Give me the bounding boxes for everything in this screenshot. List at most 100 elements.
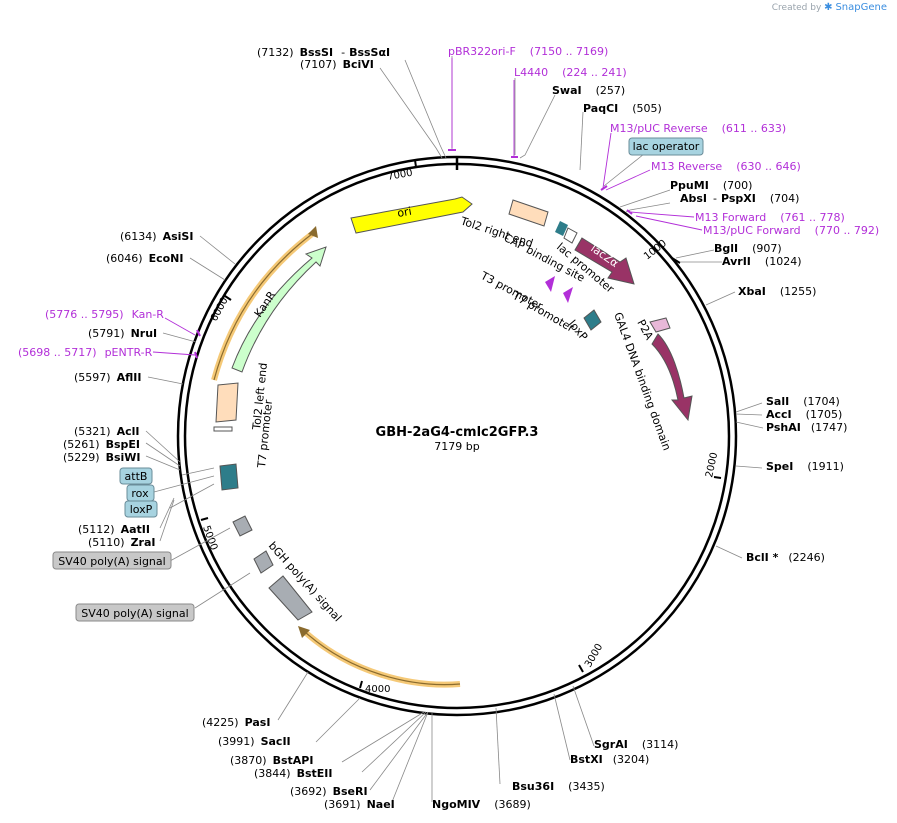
sv40-box-1 <box>232 515 253 537</box>
site-bsssi-name: BssSI <box>300 46 334 59</box>
site-ngomiv: NgoMIV(3689) <box>432 798 531 811</box>
bgh-box <box>268 575 313 621</box>
site-acli: (5321)AclI <box>74 425 139 438</box>
site-spei: SpeI(1911) <box>766 460 844 473</box>
plasmid-name: GBH-2aG4-cmlc2GFP.3 <box>376 425 539 440</box>
site-labels: (7132) BssSI-BssSαI (7107)BciVI SwaI(257)… <box>63 46 847 811</box>
primer-m13puc-fwd: M13/pUC Forward(770 .. 792) <box>703 224 879 237</box>
site-aatii: (5112)AatII <box>78 523 150 536</box>
tol2-left-box <box>215 382 239 423</box>
primer-marks <box>194 149 633 359</box>
site-bgli: BglI(907) <box>714 242 782 255</box>
tick-6000 <box>224 295 232 301</box>
site-avrii: AvrII(1024) <box>722 255 801 268</box>
site-bsiwi: (5229)BsiWI <box>63 451 141 464</box>
label-lac-operator: lac operator <box>633 140 700 153</box>
primer-m13puc-rev: M13/pUC Reverse(611 .. 633) <box>610 122 786 135</box>
cap-site-box <box>555 221 568 236</box>
feature-ori: ori <box>396 205 412 220</box>
plasmid-size: 7179 bp <box>434 440 479 453</box>
primer-kanr: (5776 .. 5795)Kan-R <box>45 308 164 321</box>
site-sali: SalI(1704) <box>766 395 840 408</box>
tick-label-5000: 5000 <box>200 524 219 552</box>
watermark-created-by: Created by <box>771 3 822 13</box>
attb-rox-loxp-box <box>219 463 239 491</box>
site-acci: AccI(1705) <box>766 408 842 421</box>
watermark: Created by ✱ SnapGene <box>772 2 887 13</box>
t3-promoter-arrow <box>545 276 555 292</box>
site-bsu36i: Bsu36I(3435) <box>512 780 605 793</box>
primer-pentr: (5698 .. 5717)pENTR-R <box>18 346 153 359</box>
watermark-brand: SnapGene <box>835 2 887 13</box>
tick-label-2000: 2000 <box>704 451 720 478</box>
lacz-arrow <box>574 237 635 285</box>
label-sv40-1: SV40 poly(A) signal <box>58 555 165 568</box>
snapgene-logo-icon: ✱ <box>824 2 833 13</box>
site-econi: (6046)EcoNI <box>106 252 183 265</box>
primer-pbr322ori: pBR322ori-F(7150 .. 7169) <box>448 45 608 58</box>
kanr-arrow <box>231 246 327 373</box>
site-bsssi-sep: - <box>341 46 345 59</box>
sv40-box-2 <box>253 550 274 574</box>
box-lac-operator <box>628 137 704 156</box>
primer-m13-rev: M13 Reverse(630 .. 646) <box>651 160 801 173</box>
site-bstapi: (3870)BstAPI <box>230 754 313 767</box>
site-ppumi: PpuMI(700) <box>670 179 752 192</box>
site-zrai: (5110)ZraI <box>88 536 156 549</box>
orf-band-left-line <box>213 233 313 381</box>
label-rox: rox <box>131 487 149 500</box>
site-asisi: (6134)AsiSI <box>120 230 193 243</box>
tick-label-4000: 4000 <box>365 684 390 695</box>
site-absi: AbsI-PspXI(704) <box>680 192 799 205</box>
box-attb <box>119 467 153 485</box>
p2a-box <box>649 317 671 333</box>
site-swai: SwaI(257) <box>552 84 625 97</box>
site-aflii: (5597)AflII <box>74 371 141 384</box>
ori-arrow <box>350 196 473 234</box>
t7-left-box <box>213 426 233 432</box>
loxp-box-right <box>583 309 602 331</box>
site-bcli: BclI *(2246) <box>746 551 825 564</box>
tick-7000 <box>414 159 417 168</box>
orf-band-left-head <box>308 226 318 238</box>
tol2-right-box <box>508 199 549 227</box>
label-loxp-left: loxP <box>130 503 153 516</box>
tick-5000 <box>200 517 209 521</box>
site-bspei: (5261)BspEI <box>63 438 140 451</box>
site-naei: (3691)NaeI <box>324 798 395 811</box>
site-bseri: (3692)BseRI <box>290 785 368 798</box>
site-bsssi: (7132) BssSI-BssSαI <box>257 46 390 59</box>
box-sv40-2 <box>75 603 195 622</box>
box-sv40-1 <box>52 551 172 570</box>
site-bsssi-pos: (7132) <box>257 46 294 59</box>
orf-band-bottom-line <box>304 631 461 686</box>
tick-3000 <box>578 664 584 673</box>
orf-band-bottom-head <box>298 626 310 638</box>
site-pasi: (4225)PasI <box>202 716 270 729</box>
site-bsssi-extra: BssSαI <box>349 46 390 59</box>
label-sv40-2: SV40 poly(A) signal <box>81 607 188 620</box>
site-bsteii: (3844)BstEII <box>254 767 332 780</box>
site-nrui: (5791)NruI <box>88 327 157 340</box>
lac-promoter-box <box>563 227 578 244</box>
primer-lines <box>152 58 703 356</box>
site-sgrai: SgrAI(3114) <box>594 738 678 751</box>
label-attb: attB <box>125 470 148 483</box>
tick-4000 <box>359 680 363 689</box>
site-xbai: XbaI(1255) <box>738 285 816 298</box>
site-paqci: PaqCI(505) <box>583 102 662 115</box>
gal4-arrow <box>651 333 693 422</box>
site-sacii: (3991)SacII <box>218 735 291 748</box>
site-pshai: PshAI(1747) <box>766 421 847 434</box>
primer-labels: pBR322ori-F(7150 .. 7169) L4440(224 .. 2… <box>18 45 879 359</box>
primer-l4440: L4440(224 .. 241) <box>514 66 627 79</box>
site-bstxi: BstXI(3204) <box>570 753 649 766</box>
boxed-labels: lac operator attB rox loxP SV40 poly(A) … <box>52 137 704 622</box>
site-bcivi: (7107)BciVI <box>300 58 374 71</box>
tick-label-7000: 7000 <box>387 168 414 183</box>
primer-m13-fwd: M13 Forward(761 .. 778) <box>695 211 845 224</box>
box-loxp <box>124 500 158 518</box>
tick-2000 <box>713 476 722 479</box>
t7-promoter-arrow <box>563 287 573 303</box>
